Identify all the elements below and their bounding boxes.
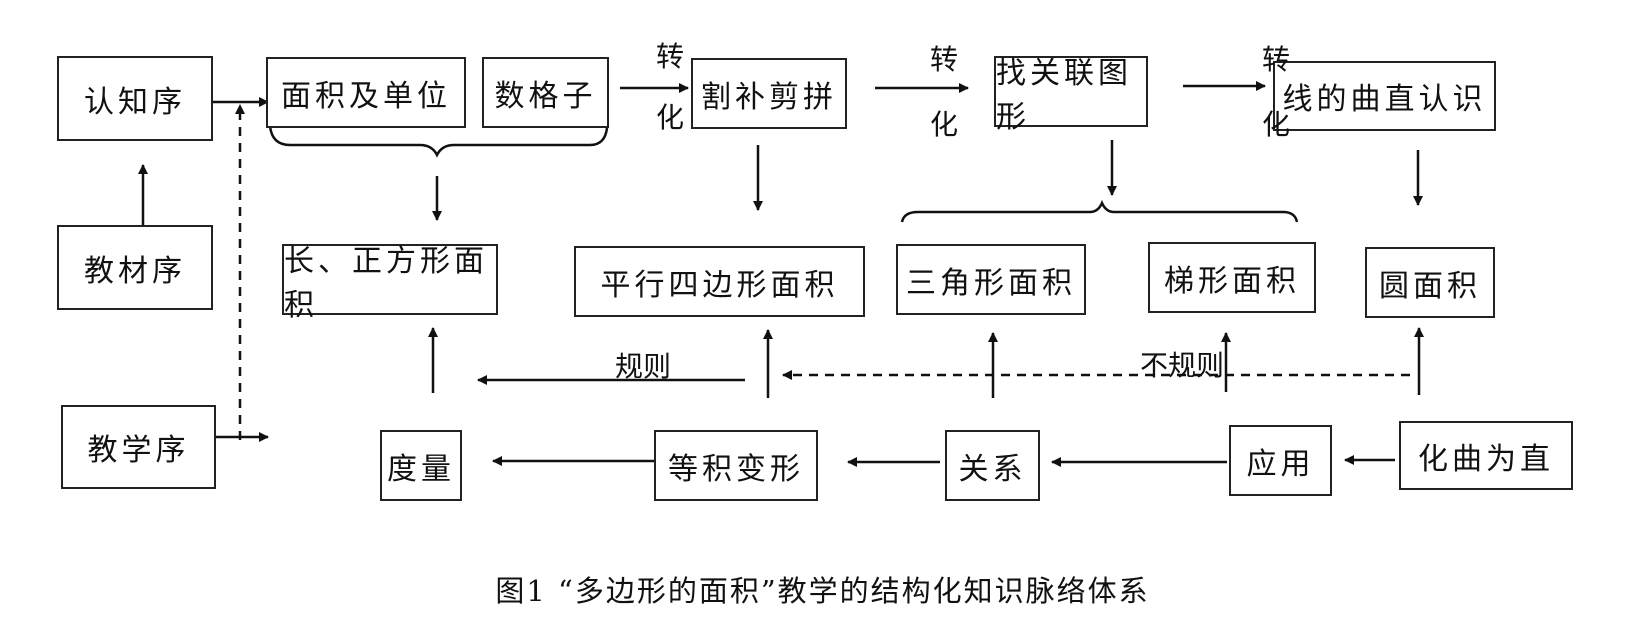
node-teaching-order: 教学序: [61, 405, 216, 489]
label-transform-2-bottom: 化: [930, 108, 959, 141]
node-curve-to-straight: 化曲为直: [1399, 421, 1573, 490]
node-area-and-unit: 面积及单位: [266, 57, 466, 128]
node-find-related-shapes: 找关联图形: [994, 56, 1148, 135]
node-trapezoid-area: 梯形面积: [1148, 242, 1316, 313]
label-transform-1-top: 转: [656, 40, 685, 73]
node-textbook-order: 教材序: [57, 225, 213, 310]
label-transform-3-top: 转: [1262, 43, 1291, 76]
node-circle-area: 圆面积: [1365, 247, 1495, 318]
label-transform-3-bottom: 化: [1262, 108, 1291, 141]
node-application: 应用: [1229, 425, 1332, 496]
node-relation: 关系: [945, 430, 1040, 501]
label-transform-2-top: 转: [930, 43, 959, 76]
node-parallelogram-area: 平行四边形面积: [574, 246, 865, 317]
brace-area-count: [268, 125, 609, 158]
node-cognitive-order: 认知序: [57, 56, 213, 141]
node-measurement: 度量: [380, 430, 462, 501]
brace-triangle-trapezoid: [900, 199, 1299, 223]
node-triangle-area: 三角形面积: [896, 244, 1086, 315]
node-line-curve-straight: 线的曲直认识: [1273, 61, 1496, 131]
node-equal-area-transform: 等积变形: [654, 430, 818, 501]
node-cut-fill-rearrange: 割补剪拼: [691, 58, 847, 129]
figure-caption: 图1 “多边形的面积”教学的结构化知识脉络体系: [495, 574, 1150, 608]
label-irregular: 不规则: [1140, 349, 1225, 382]
label-regular: 规则: [615, 350, 672, 383]
node-count-squares: 数格子: [482, 57, 609, 128]
node-rect-square-area: 长、正方形面积: [282, 244, 498, 323]
label-transform-1-bottom: 化: [656, 101, 685, 134]
